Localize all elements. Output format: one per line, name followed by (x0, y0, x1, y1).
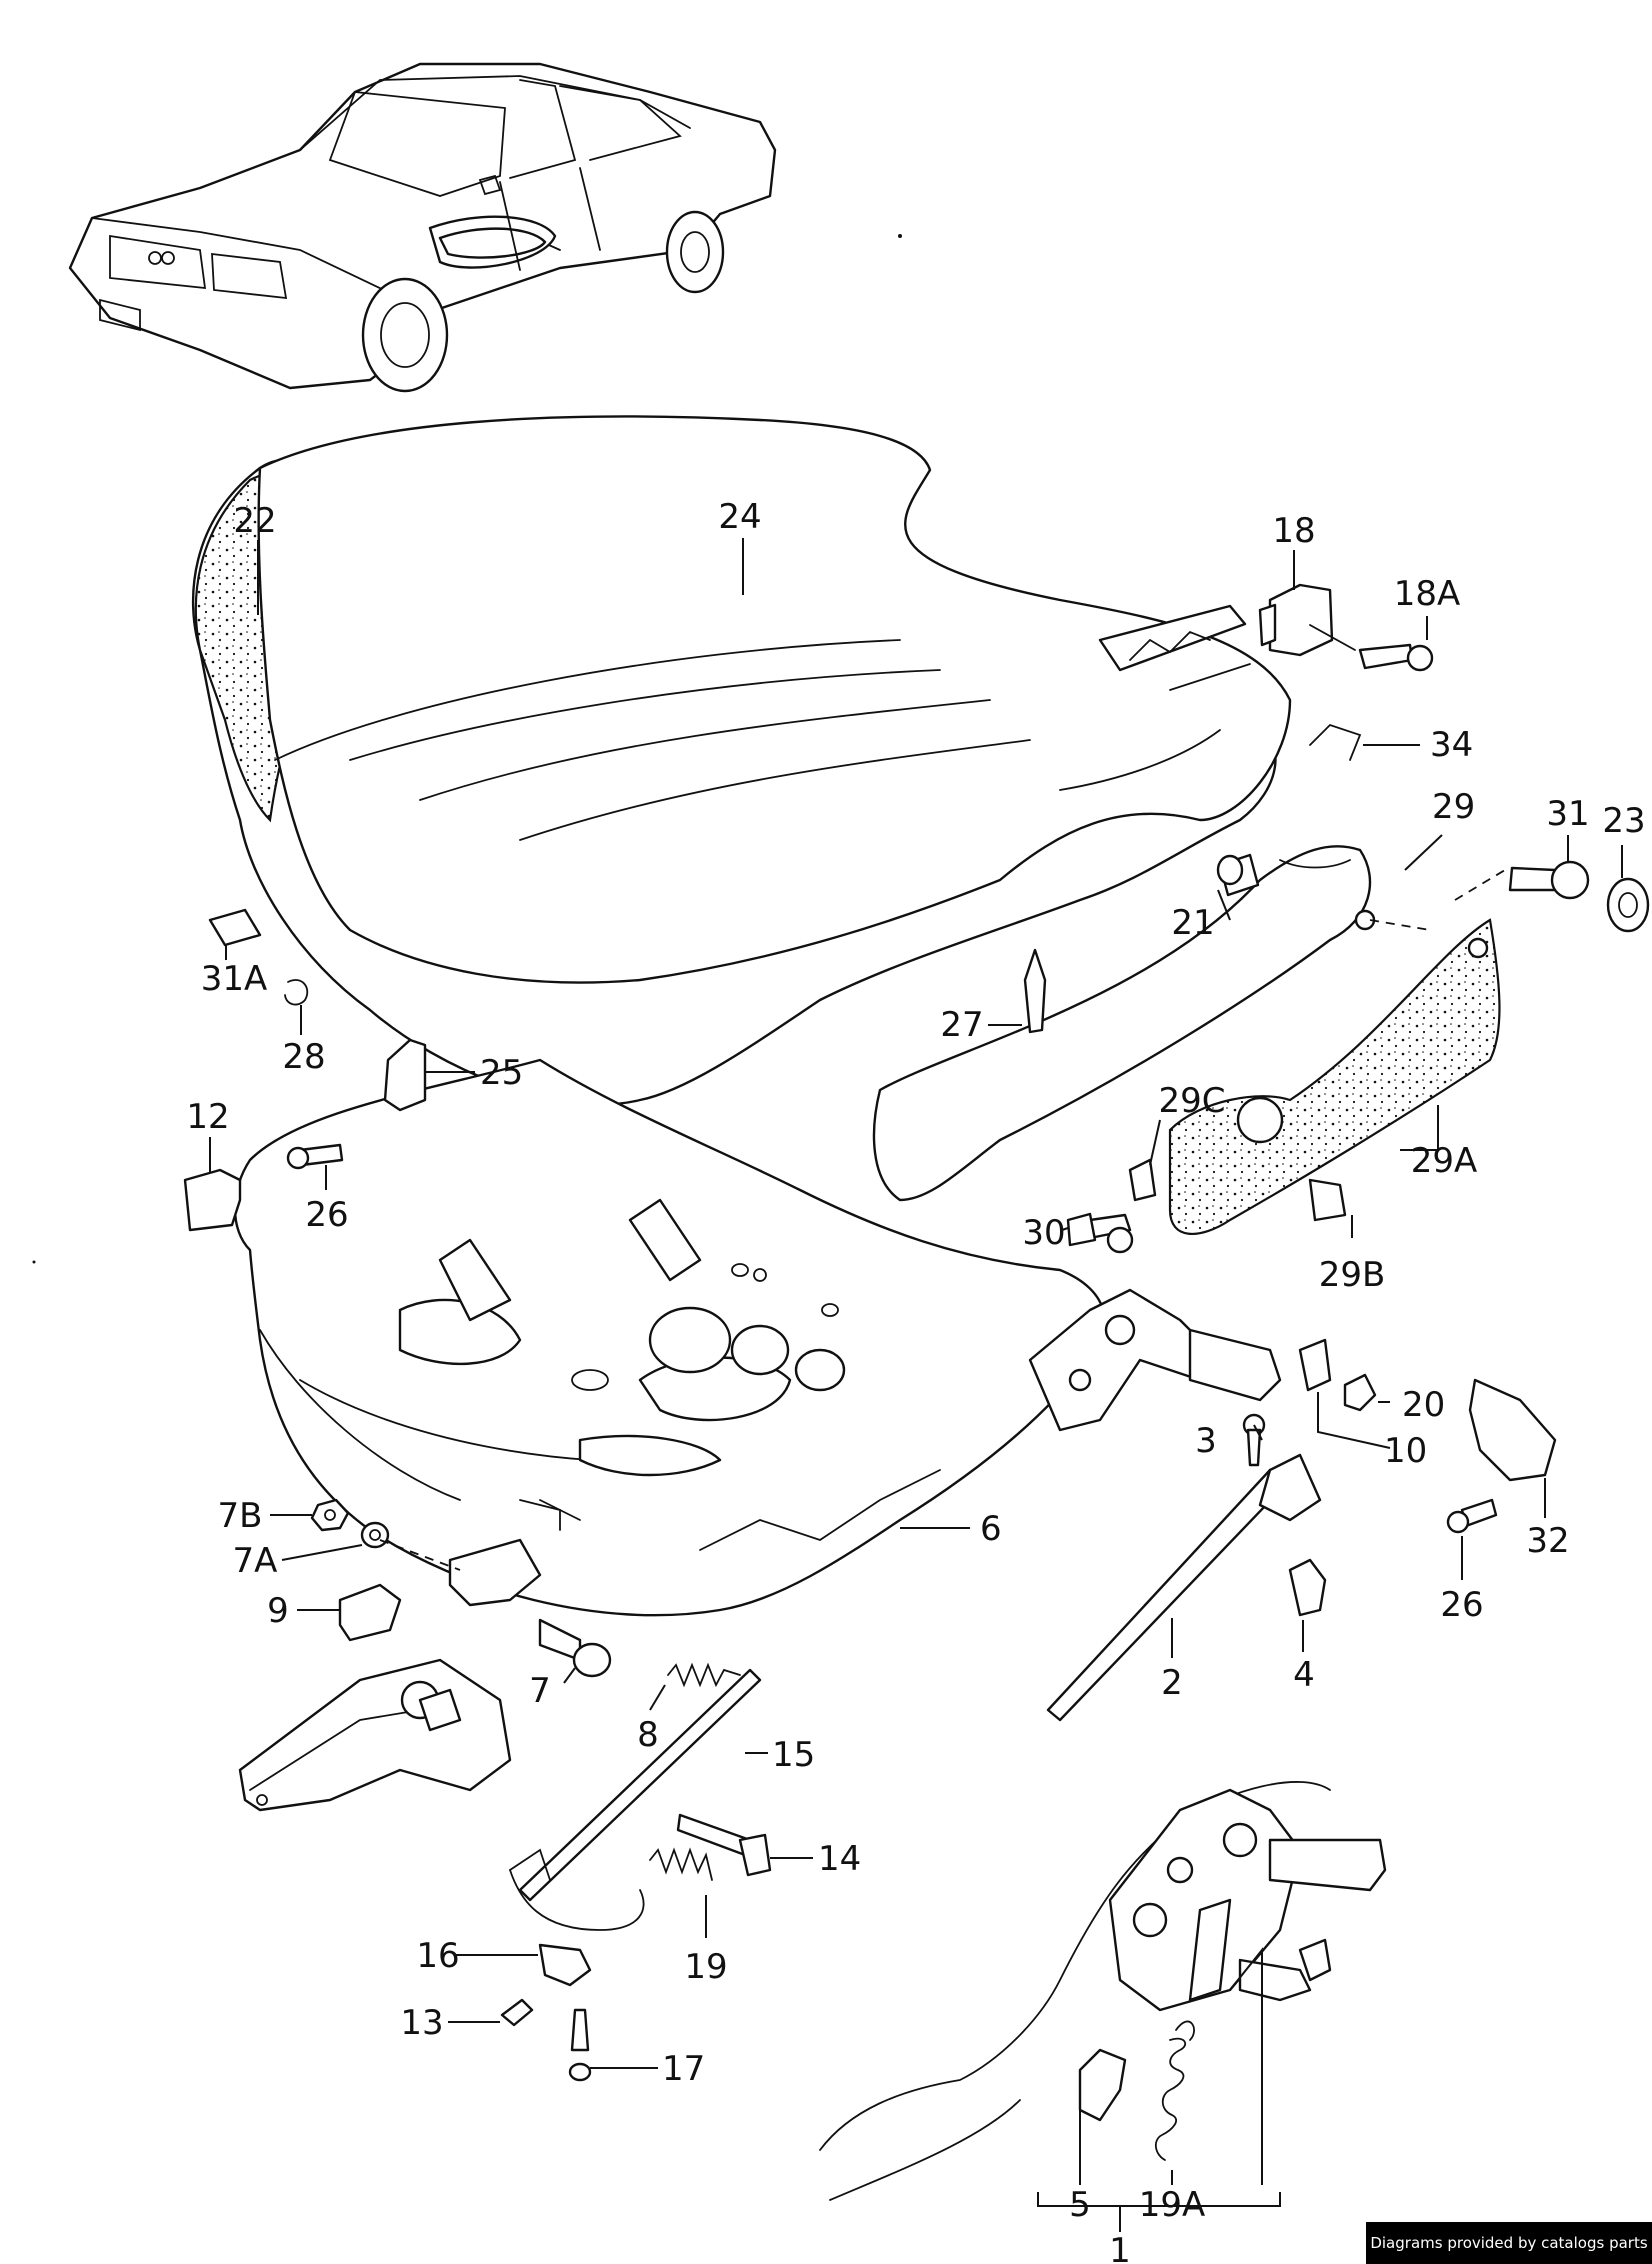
part-26-screw-left (286, 1143, 344, 1170)
part-32-cover (1468, 1378, 1557, 1482)
part-12-clip (183, 1168, 242, 1232)
callout-18: 18 (1272, 511, 1315, 551)
callout-15: 15 (772, 1735, 815, 1775)
callout-7A: 7A (233, 1541, 278, 1581)
callout-31A: 31A (201, 959, 268, 999)
callout-9: 9 (267, 1591, 289, 1631)
bolt-bracket (379, 1538, 542, 1607)
callout-23: 23 (1602, 801, 1645, 841)
part-29B-plug (1308, 1178, 1347, 1222)
callout-24: 24 (718, 497, 761, 537)
leader-lines (209, 538, 1623, 2232)
callout-12: 12 (186, 1097, 229, 1137)
recliner-assembly (819, 1781, 1387, 2201)
part-10-clip (1298, 1338, 1332, 1392)
seat-frame (233, 1058, 1282, 1617)
part-28-ring (284, 979, 309, 1006)
part-4-clip (1288, 1558, 1327, 1617)
part-18A-screw (1309, 624, 1434, 672)
callout-2: 2 (1161, 1663, 1183, 1703)
callout-14: 14 (818, 1839, 861, 1879)
part-5-lever (1078, 2048, 1127, 2122)
callout-19A: 19A (1139, 2185, 1206, 2225)
callout-20: 20 (1402, 1385, 1445, 1425)
callout-31: 31 (1546, 794, 1589, 834)
part-31-bolt (1454, 860, 1590, 901)
callout-18A: 18A (1394, 574, 1461, 614)
callout-3: 3 (1195, 1421, 1217, 1461)
callout-22: 22 (233, 501, 276, 541)
part-9-block (338, 1583, 402, 1642)
seat-rail (1046, 1453, 1322, 1722)
callout-26-left: 26 (305, 1195, 348, 1235)
side-trim-29 (872, 845, 1431, 1202)
credit-banner: Diagrams provided by catalogs parts (1366, 2222, 1652, 2264)
stray-dot (32, 1260, 36, 1264)
callout-8: 8 (637, 1715, 659, 1755)
callout-4: 4 (1293, 1655, 1315, 1695)
callout-28: 28 (282, 1037, 325, 1077)
seat-cushion-cover (191, 415, 1292, 1106)
front-bracket (238, 1658, 512, 1812)
part-31A-clip (208, 908, 262, 947)
part-19-spring (649, 1847, 713, 1881)
part-19A-spring (1155, 2020, 1195, 2161)
side-trim-29A (1168, 918, 1501, 1235)
car-illustration (68, 62, 777, 393)
part-15-rod (509, 1668, 762, 1931)
callout-19: 19 (684, 1947, 727, 1987)
callout-7: 7 (529, 1671, 551, 1711)
callout-17: 17 (662, 2049, 705, 2089)
callout-labels: 22 24 18 18A 34 29 31 23 21 27 29C 29A 2… (186, 497, 1645, 2264)
callout-5: 5 (1069, 2185, 1091, 2225)
part-8-spring (667, 1662, 741, 1688)
part-20-clip (1343, 1373, 1377, 1412)
part-17-screw (568, 2008, 592, 2082)
part-26-screw-right (1446, 1498, 1498, 1534)
callout-32: 32 (1526, 1521, 1569, 1561)
callout-29: 29 (1432, 787, 1475, 827)
callout-16: 16 (416, 1936, 459, 1976)
callout-10: 10 (1384, 1431, 1427, 1471)
part-13-bushing (500, 1998, 534, 2027)
callout-29B: 29B (1319, 1255, 1386, 1295)
callout-6: 6 (980, 1509, 1002, 1549)
part-30-screw (1066, 1212, 1134, 1254)
part-27-clip (1023, 948, 1047, 1034)
callout-1: 1 (1109, 2231, 1131, 2264)
part-7A-washer (360, 1521, 390, 1549)
part-14-pin (676, 1813, 772, 1877)
part-16-clamp (538, 1943, 592, 1987)
callout-21: 21 (1171, 903, 1214, 943)
callout-29C: 29C (1158, 1081, 1225, 1121)
part-21-plug (1216, 853, 1260, 897)
callout-27: 27 (940, 1005, 983, 1045)
part-25-bracket (383, 1038, 427, 1112)
callout-13: 13 (400, 2003, 443, 2043)
part-29C-plug (1128, 1158, 1157, 1202)
callout-7B: 7B (218, 1496, 263, 1536)
callout-29A: 29A (1411, 1141, 1478, 1181)
part-34-clip (1309, 723, 1362, 761)
part-23-cap (1606, 877, 1650, 933)
callout-25: 25 (480, 1053, 523, 1093)
callout-30: 30 (1022, 1213, 1065, 1253)
stray-dot (898, 234, 902, 238)
callout-26-right: 26 (1440, 1585, 1483, 1625)
part-18-cap (1258, 583, 1334, 657)
callout-34: 34 (1430, 725, 1473, 765)
part-7B-nut (310, 1498, 350, 1532)
part-7-bolt (538, 1618, 612, 1678)
